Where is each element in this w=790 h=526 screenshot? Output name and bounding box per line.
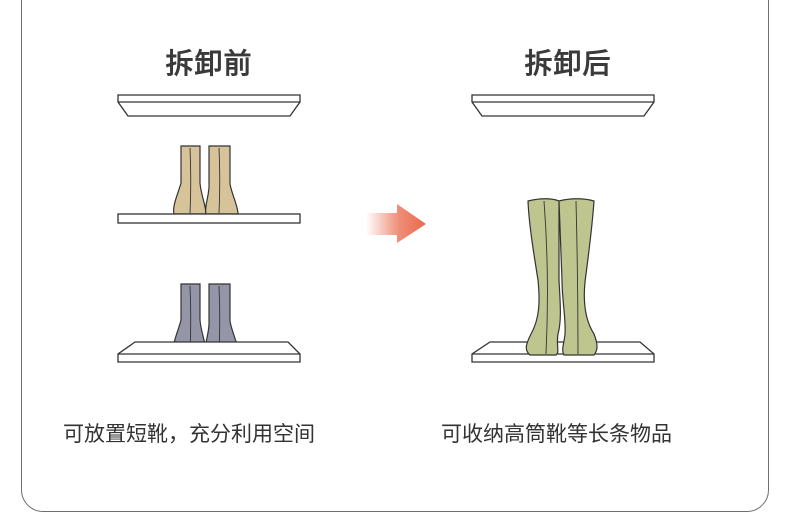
before-top-shelf [117, 94, 301, 117]
before-title: 拆卸前 [165, 47, 253, 80]
after-top-shelf [471, 94, 655, 117]
content-frame [21, 0, 769, 512]
arrow-right-icon [366, 204, 426, 243]
before-bottom-shelf [117, 341, 301, 363]
before-middle-shelf [117, 213, 301, 224]
after-caption: 可收纳高筒靴等长条物品 [441, 422, 672, 446]
after-title: 拆卸后 [524, 47, 612, 80]
tall-boots [525, 198, 598, 356]
short-boots-beige [173, 145, 239, 215]
before-caption: 可放置短靴，充分利用空间 [63, 422, 315, 446]
